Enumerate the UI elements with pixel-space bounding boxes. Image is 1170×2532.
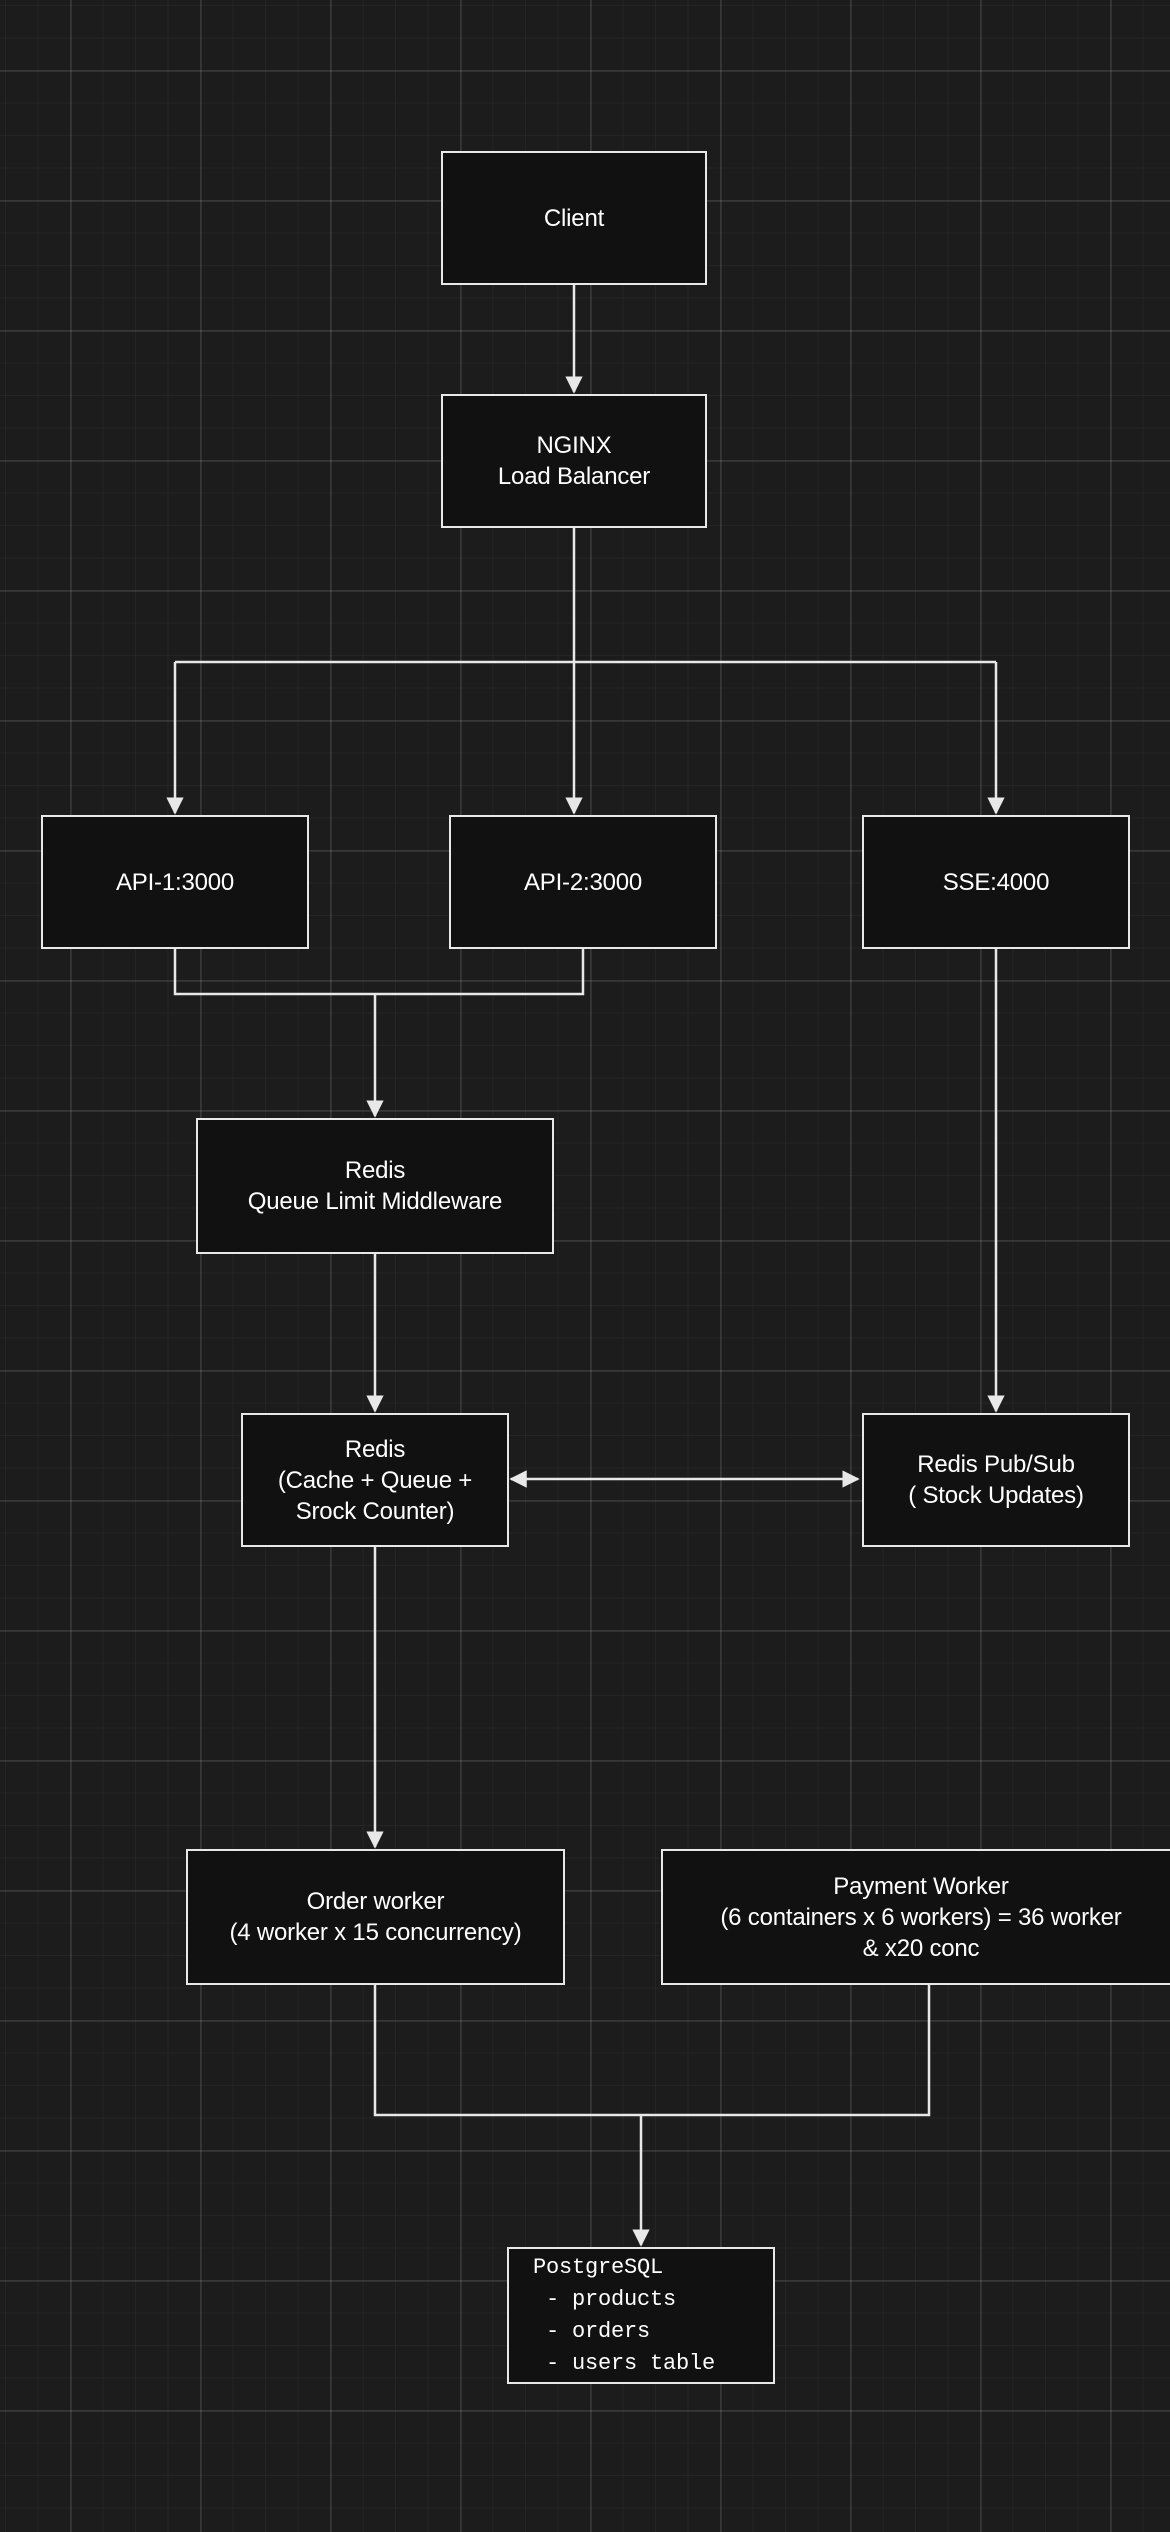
postgresql-item-orders: - orders: [533, 2318, 651, 2344]
api-1-label: API-1:3000: [115, 868, 235, 896]
sse-node[interactable]: SSE:4000: [862, 815, 1130, 949]
redis-pubsub-sublabel: ( Stock Updates): [908, 1482, 1084, 1509]
redis-cache-label: Redis: [344, 1435, 406, 1463]
postgresql-item-users-table: - users table: [533, 2350, 716, 2376]
sse-label: SSE:4000: [942, 868, 1050, 896]
redis-cache-node[interactable]: Redis (Cache + Queue + Srock Counter): [241, 1413, 509, 1547]
payment-worker-label: Payment Worker: [833, 1872, 1009, 1900]
redis-pubsub-node[interactable]: Redis Pub/Sub ( Stock Updates): [862, 1413, 1130, 1547]
order-worker-node[interactable]: Order worker (4 worker x 15 concurrency): [186, 1849, 565, 1985]
nginx-label: NGINX: [536, 432, 612, 459]
nginx-sublabel: Load Balancer: [497, 463, 651, 490]
api-2-label: API-2:3000: [523, 868, 643, 896]
redis-cache-sublabel-2: Srock Counter): [295, 1497, 455, 1525]
order-worker-sublabel: (4 worker x 15 concurrency): [229, 1919, 522, 1946]
edge-workers-merge: [373, 1985, 931, 2117]
postgresql-item-products: - products: [533, 2286, 677, 2312]
order-worker-label: Order worker: [306, 1888, 445, 1915]
edge-apis-merge: [173, 949, 585, 996]
redis-queue-limit-sublabel: Queue Limit Middleware: [247, 1188, 503, 1215]
api-1-node[interactable]: API-1:3000: [41, 815, 309, 949]
api-2-node[interactable]: API-2:3000: [449, 815, 717, 949]
payment-worker-sublabel-2: & x20 conc: [862, 1934, 980, 1962]
postgresql-label: PostgreSQL: [533, 2254, 664, 2280]
redis-queue-limit-node[interactable]: Redis Queue Limit Middleware: [196, 1118, 554, 1254]
redis-cache-sublabel-1: (Cache + Queue +: [277, 1466, 473, 1494]
client-label: Client: [543, 204, 605, 232]
redis-pubsub-label: Redis Pub/Sub: [917, 1451, 1075, 1478]
payment-worker-sublabel-1: (6 containers x 6 workers) = 36 worker: [720, 1903, 1122, 1931]
postgresql-node[interactable]: PostgreSQL - products - orders - users t…: [507, 2247, 775, 2384]
nginx-load-balancer-node[interactable]: NGINX Load Balancer: [441, 394, 707, 528]
payment-worker-node[interactable]: Payment Worker (6 containers x 6 workers…: [661, 1849, 1170, 1985]
redis-queue-limit-label: Redis: [344, 1157, 406, 1184]
client-node[interactable]: Client: [441, 151, 707, 285]
